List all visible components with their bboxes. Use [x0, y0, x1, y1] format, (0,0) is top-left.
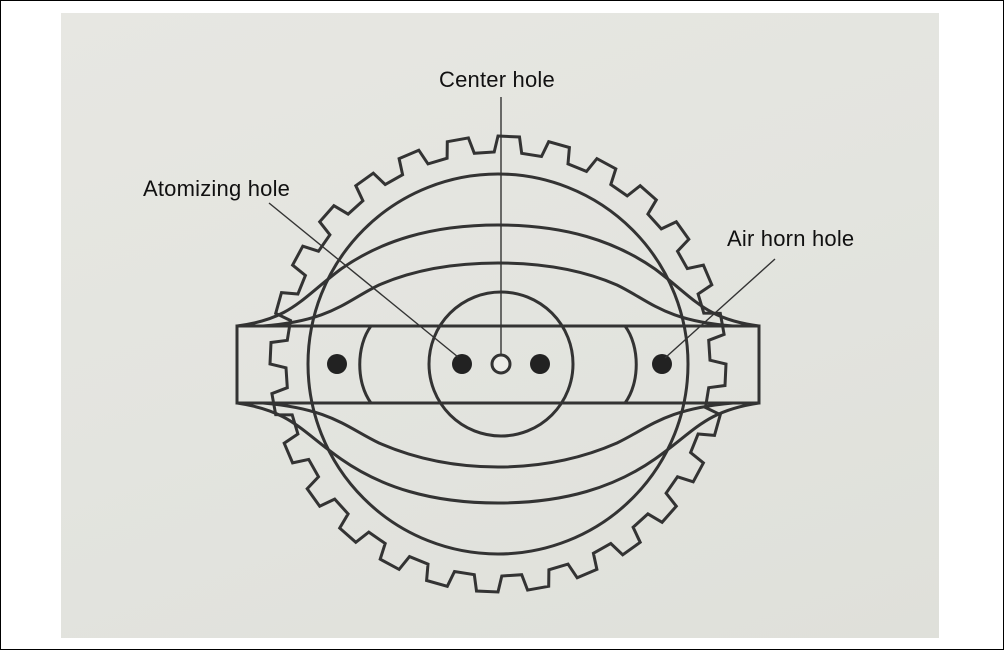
band-lower-2 [262, 401, 734, 469]
band-lower-1 [236, 401, 760, 505]
air-horn-bar [235, 324, 761, 405]
inner-arc-left [358, 325, 373, 404]
band-upper-2 [262, 261, 734, 328]
label-air-horn-hole: Air horn hole [727, 226, 855, 251]
leader-line-air-horn [664, 258, 776, 359]
knurled-outer-ring [268, 134, 728, 594]
atomizing-hole-right [530, 354, 550, 374]
air-horn-hole-right [652, 354, 672, 374]
atomizing-hole-left [452, 354, 472, 374]
outer-circle [306, 172, 690, 556]
inner-arc-right [623, 325, 638, 404]
leader-line-atomizing [268, 202, 459, 358]
air-horn-hole-left [327, 354, 347, 374]
label-atomizing-hole: Atomizing hole [143, 176, 291, 201]
band-upper-1 [236, 223, 760, 328]
center-hole [490, 353, 512, 375]
label-center-hole: Center hole [439, 67, 555, 92]
